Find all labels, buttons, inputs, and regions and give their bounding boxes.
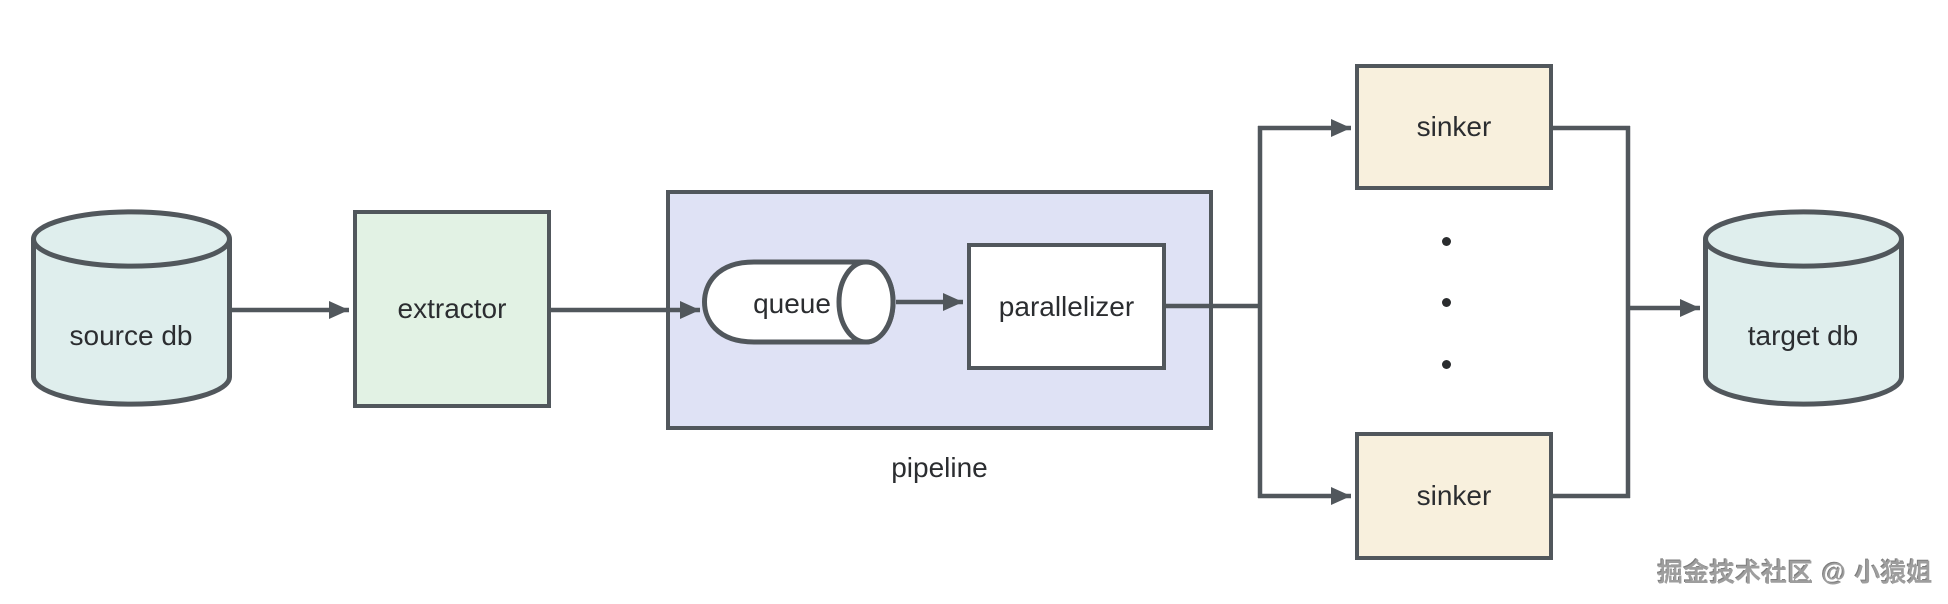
node-parallelizer: parallelizer <box>967 243 1166 370</box>
source-db-label: source db <box>69 320 193 351</box>
queue-label: queue <box>753 288 831 319</box>
cylinder-top-arc <box>1703 238 1904 269</box>
cylinder-body <box>1703 209 1904 407</box>
cylinder-top-arc <box>31 238 232 269</box>
sinker-top-label: sinker <box>1416 111 1492 142</box>
node-target-db: target db <box>1702 208 1904 408</box>
sinker-bottom-label: sinker <box>1416 480 1492 511</box>
extractor-label: extractor <box>397 293 507 324</box>
ellipsis-dot <box>1442 237 1451 246</box>
queue-cap <box>836 259 896 345</box>
node-extractor: extractor <box>353 210 551 408</box>
pipeline-group-label: pipeline <box>891 452 988 483</box>
node-sinker-bottom: sinker <box>1355 432 1553 560</box>
watermark-text: 掘金技术社区 @ 小猿姐 <box>1657 559 1933 587</box>
cylinder-body <box>31 209 232 407</box>
node-source-db: source db <box>30 208 232 408</box>
ellipsis-dot <box>1442 298 1451 307</box>
parallelizer-label: parallelizer <box>998 290 1135 322</box>
target-db-label: target db <box>1747 320 1859 351</box>
ellipsis-dot <box>1442 360 1451 369</box>
node-queue: queue <box>700 259 900 345</box>
node-sinker-top: sinker <box>1355 64 1553 190</box>
